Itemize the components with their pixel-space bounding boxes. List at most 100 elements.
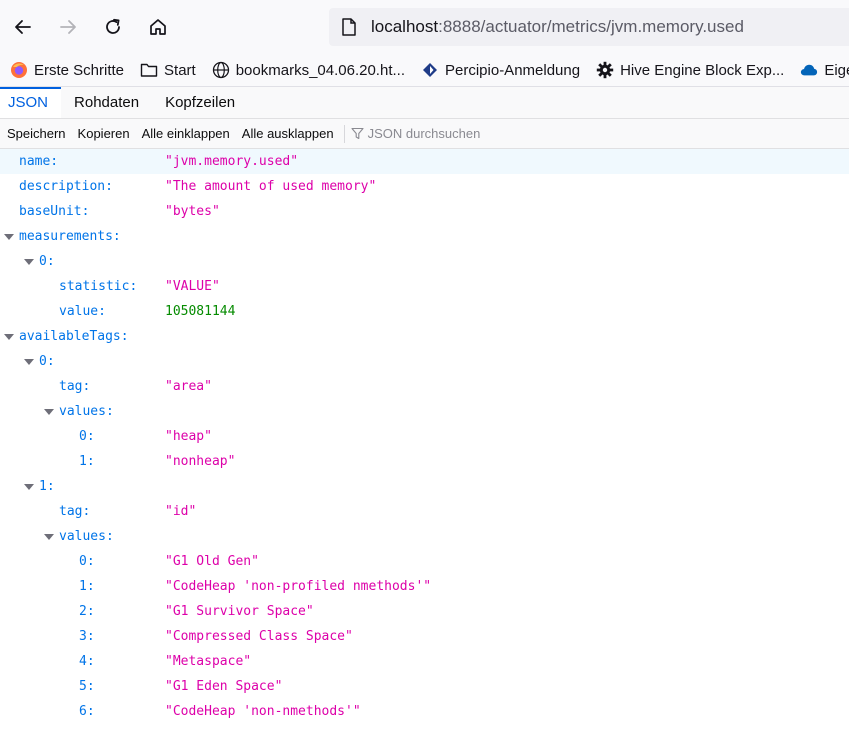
home-button[interactable] <box>142 11 174 43</box>
json-key: 0: <box>39 354 55 369</box>
json-key: 3: <box>79 629 95 644</box>
json-row-tag-1-value-item[interactable]: 2: "G1 Survivor Space" <box>0 599 849 624</box>
url-host: localhost <box>371 17 439 36</box>
json-filter-input[interactable]: JSON durchsuchen <box>351 126 481 141</box>
save-button[interactable]: Speichern <box>7 126 66 141</box>
json-key: 1: <box>79 454 95 469</box>
tab-json[interactable]: JSON <box>0 87 62 118</box>
json-viewer-tabs: JSON Rohdaten Kopfzeilen <box>0 87 849 119</box>
json-string-value: "The amount of used memory" <box>165 179 377 194</box>
json-string-value: "CodeHeap 'non-nmethods'" <box>165 704 361 719</box>
home-icon <box>150 19 166 35</box>
back-button[interactable] <box>7 11 39 43</box>
json-string-value: "G1 Old Gen" <box>165 554 259 569</box>
json-string-value: "area" <box>165 379 212 394</box>
json-row-tag-1-tag[interactable]: tag: "id" <box>0 499 849 524</box>
bookmark-label: Eigene <box>824 61 849 79</box>
url-path: :8888/actuator/metrics/jvm.memory.used <box>438 17 744 36</box>
bookmark-label: bookmarks_04.06.20.ht... <box>235 61 405 79</box>
bookmarks-toolbar: Erste Schritte Start bookmarks_04.06.20.… <box>0 54 849 87</box>
json-row-baseunit[interactable]: baseUnit: "bytes" <box>0 199 849 224</box>
collapse-all-button[interactable]: Alle einklappen <box>141 126 230 141</box>
json-row-description[interactable]: description: "The amount of used memory" <box>0 174 849 199</box>
json-key: name: <box>19 154 59 169</box>
copy-button[interactable]: Kopieren <box>77 126 130 141</box>
navigation-toolbar: localhost:8888/actuator/metrics/jvm.memo… <box>0 0 849 54</box>
json-key: 1: <box>39 479 55 494</box>
json-toolbar: Speichern Kopieren Alle einklappen Alle … <box>0 119 849 149</box>
json-key: availableTags: <box>19 329 129 344</box>
json-number-value: 105081144 <box>165 304 236 319</box>
json-row-measurement-0[interactable]: 0: <box>0 249 849 274</box>
json-key: value: <box>59 304 106 319</box>
json-row-availabletags[interactable]: availableTags: <box>0 324 849 349</box>
json-row-tag-1-value-item[interactable]: 5: "G1 Eden Space" <box>0 674 849 699</box>
expand-triangle-icon[interactable] <box>24 357 34 367</box>
json-row-tag-1-value-item[interactable]: 4: "Metaspace" <box>0 649 849 674</box>
json-key: 2: <box>79 604 95 619</box>
cloud-icon <box>800 61 818 79</box>
expand-all-button[interactable]: Alle ausklappen <box>241 126 334 141</box>
json-row-tag-1-value-item[interactable]: 0: "G1 Old Gen" <box>0 549 849 574</box>
toolbar-divider <box>343 124 345 143</box>
bookmark-bookmarks-file[interactable]: bookmarks_04.06.20.ht... <box>212 61 405 79</box>
json-key: values: <box>59 404 114 419</box>
json-key: description: <box>19 179 113 194</box>
bookmark-erste-schritte[interactable]: Erste Schritte <box>10 61 124 79</box>
percipio-icon <box>421 61 439 79</box>
json-string-value: "jvm.memory.used" <box>165 154 299 169</box>
expand-triangle-icon[interactable] <box>44 407 54 417</box>
url-text[interactable]: localhost:8888/actuator/metrics/jvm.memo… <box>371 17 744 37</box>
json-key: statistic: <box>59 279 138 294</box>
json-row-tag-1-value-item[interactable]: 1: "CodeHeap 'non-profiled nmethods'" <box>0 574 849 599</box>
json-key: tag: <box>59 379 91 394</box>
json-row-tag-0-tag[interactable]: tag: "area" <box>0 374 849 399</box>
reload-button[interactable] <box>97 11 129 43</box>
json-string-value: "id" <box>165 504 197 519</box>
json-row-statistic[interactable]: statistic: "VALUE" <box>0 274 849 299</box>
json-row-tag-1-value-item[interactable]: 6: "CodeHeap 'non-nmethods'" <box>0 699 849 724</box>
bookmark-label: Hive Engine Block Exp... <box>620 61 785 79</box>
json-string-value: "Compressed Class Space" <box>165 629 353 644</box>
bookmark-folder-start[interactable]: Start <box>140 61 196 79</box>
url-bar[interactable]: localhost:8888/actuator/metrics/jvm.memo… <box>329 8 849 46</box>
json-key: 6: <box>79 704 95 719</box>
json-row-tag-0[interactable]: 0: <box>0 349 849 374</box>
json-key: 4: <box>79 654 95 669</box>
json-row-tag-0-value-item[interactable]: 1: "nonheap" <box>0 449 849 474</box>
json-row-tag-1-values[interactable]: values: <box>0 524 849 549</box>
json-row-tag-1[interactable]: 1: <box>0 474 849 499</box>
expand-triangle-icon[interactable] <box>44 532 54 542</box>
json-row-tag-1-value-item[interactable]: 3: "Compressed Class Space" <box>0 624 849 649</box>
forward-arrow-icon <box>60 20 76 34</box>
expand-triangle-icon[interactable] <box>24 482 34 492</box>
firefox-icon <box>10 61 28 79</box>
json-string-value: "CodeHeap 'non-profiled nmethods'" <box>165 579 432 594</box>
json-key: 0: <box>79 429 95 444</box>
json-row-tag-0-value-item[interactable]: 0: "heap" <box>0 424 849 449</box>
json-key: measurements: <box>19 229 121 244</box>
json-row-measurements[interactable]: measurements: <box>0 224 849 249</box>
bookmark-eigene[interactable]: Eigene <box>800 61 849 79</box>
gear-icon <box>596 61 614 79</box>
json-key: baseUnit: <box>19 204 90 219</box>
expand-triangle-icon[interactable] <box>4 332 14 342</box>
filter-icon <box>351 127 364 140</box>
json-row-tag-0-values[interactable]: values: <box>0 399 849 424</box>
expand-triangle-icon[interactable] <box>4 232 14 242</box>
tab-rohdaten[interactable]: Rohdaten <box>74 94 140 111</box>
forward-button[interactable] <box>52 11 84 43</box>
globe-icon <box>212 61 230 79</box>
bookmark-percipio[interactable]: Percipio-Anmeldung <box>421 61 580 79</box>
json-row-value[interactable]: value: 105081144 <box>0 299 849 324</box>
filter-placeholder: JSON durchsuchen <box>367 126 481 141</box>
tab-kopfzeilen[interactable]: Kopfzeilen <box>165 94 236 111</box>
json-string-value: "G1 Eden Space" <box>165 679 283 694</box>
bookmark-label: Start <box>164 61 196 79</box>
json-row-name[interactable]: name: "jvm.memory.used" <box>0 149 849 174</box>
json-key: tag: <box>59 504 91 519</box>
back-arrow-icon <box>15 20 31 34</box>
bookmark-hive-engine[interactable]: Hive Engine Block Exp... <box>596 61 784 79</box>
page-icon <box>339 17 359 37</box>
expand-triangle-icon[interactable] <box>24 257 34 267</box>
